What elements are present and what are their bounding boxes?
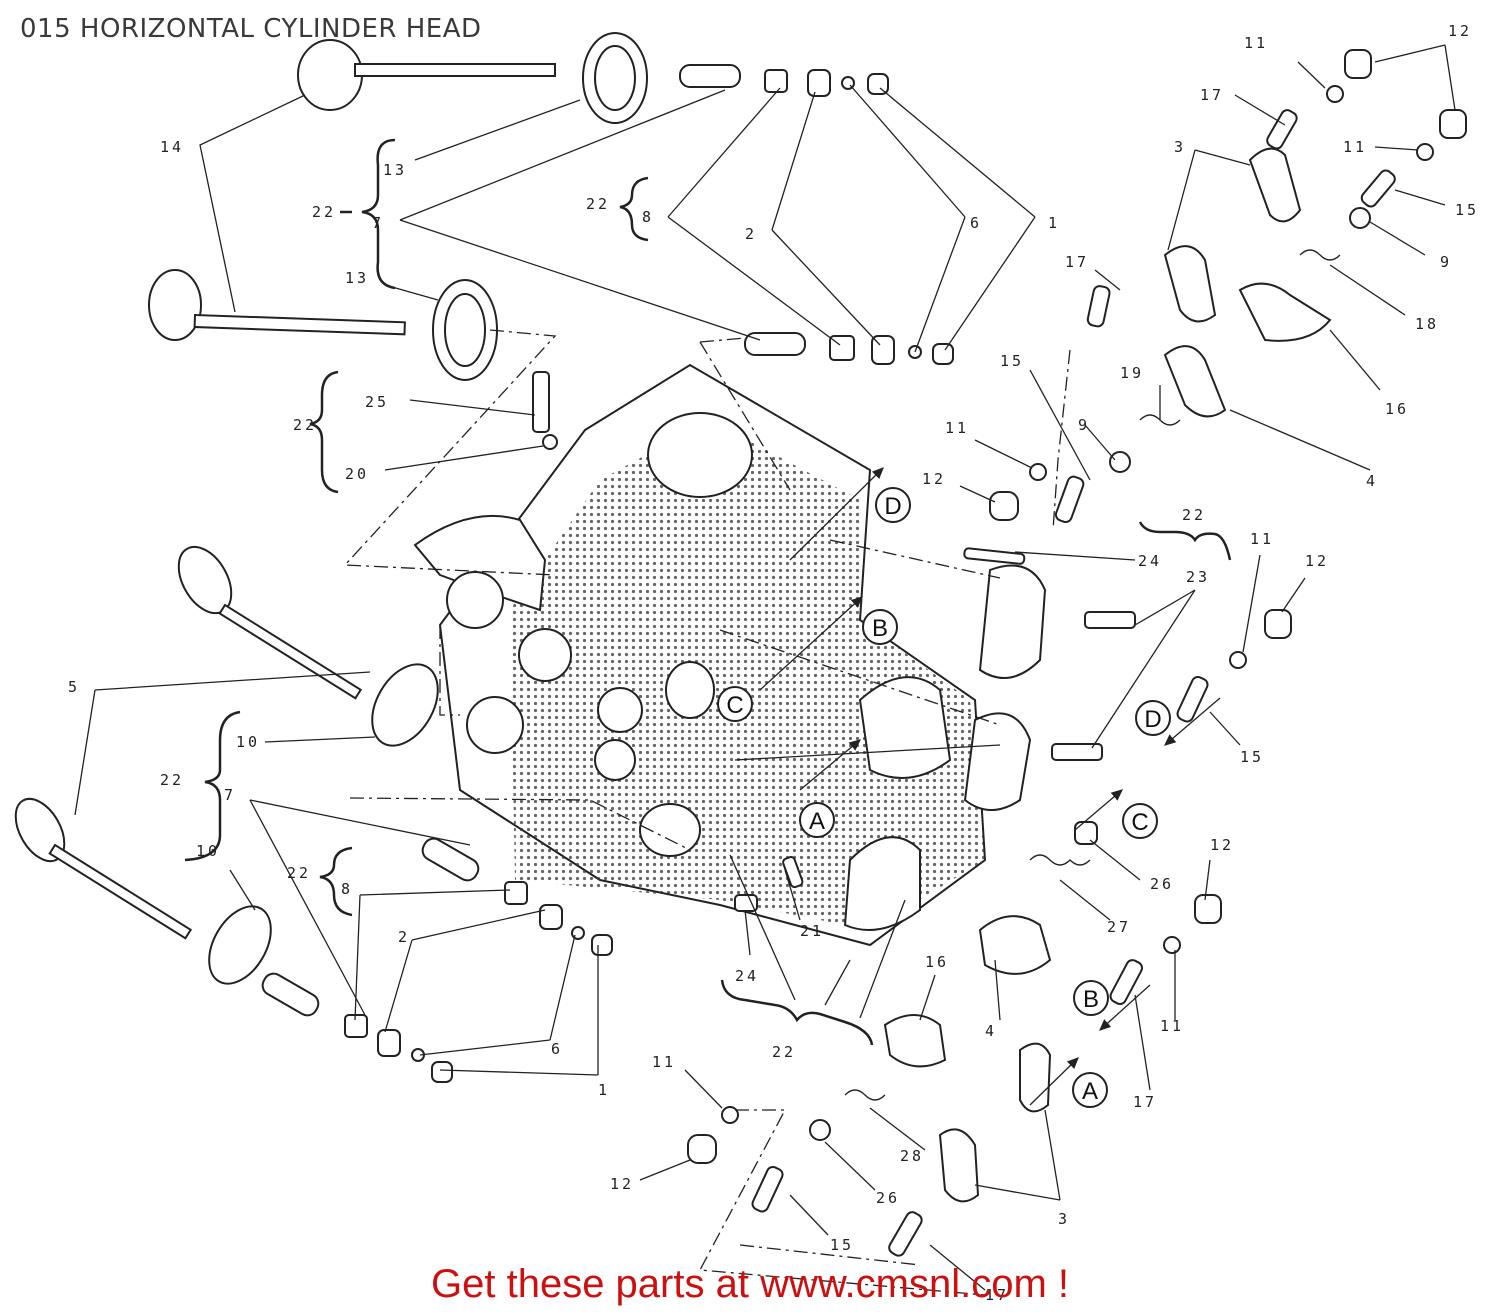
valve-lower <box>148 269 498 381</box>
valve-left-upper <box>177 545 439 747</box>
callout-1: 1 <box>598 1081 610 1099</box>
callout-9: 9 <box>1078 416 1090 434</box>
callout-8: 8 <box>642 208 654 226</box>
callout-22: 22 <box>312 203 336 221</box>
callout-3: 3 <box>1174 138 1186 156</box>
callout-22: 22 <box>160 771 184 789</box>
ref-letter-b-mid-label: B <box>872 615 888 642</box>
direction-arrows <box>734 467 1221 1106</box>
callout-11: 11 <box>1244 34 1268 52</box>
callout-7: 7 <box>224 786 236 804</box>
ref-letter-d-right: D <box>1135 700 1171 736</box>
ref-letter-d-right-label: D <box>1144 706 1161 733</box>
leader-lines <box>74 44 1456 1291</box>
ref-letter-c-right: C <box>1122 803 1158 839</box>
callout-15: 15 <box>1240 748 1264 766</box>
callout-6: 6 <box>551 1040 563 1058</box>
callout-15: 15 <box>830 1236 854 1254</box>
callout-12: 12 <box>922 470 946 488</box>
callout-7: 7 <box>372 214 384 232</box>
ref-letter-a-mid-label: A <box>809 808 825 835</box>
callout-11: 11 <box>1250 530 1274 548</box>
guides-bottom <box>261 837 613 1083</box>
valve-upper <box>297 32 648 124</box>
callout-15: 15 <box>1455 201 1479 219</box>
callout-20: 20 <box>345 465 369 483</box>
callout-18: 18 <box>1415 315 1439 333</box>
ref-letter-a-mid: A <box>799 802 835 838</box>
callout-24: 24 <box>1138 552 1162 570</box>
callout-12: 12 <box>1305 552 1329 570</box>
callout-28: 28 <box>900 1147 924 1165</box>
ref-letter-d-top: D <box>875 487 911 523</box>
ref-letter-c-mid-label: C <box>726 692 743 719</box>
callout-2: 2 <box>398 928 410 946</box>
callout-19: 19 <box>1120 364 1144 382</box>
callout-8: 8 <box>341 880 353 898</box>
alignment-lines <box>343 329 1071 1296</box>
callout-4: 4 <box>1366 472 1378 490</box>
ref-letter-c-right-label: C <box>1131 809 1148 836</box>
ref-letter-b-mid: B <box>862 609 898 645</box>
callout-11: 11 <box>1160 1017 1184 1035</box>
rocker-parts-right <box>532 49 1467 1257</box>
guides-top <box>679 64 954 365</box>
callout-21: 21 <box>800 922 824 940</box>
callout-13: 13 <box>383 161 407 179</box>
callout-6: 6 <box>970 214 982 232</box>
callout-22: 22 <box>1182 506 1206 524</box>
ref-letter-d-top-label: D <box>884 493 901 520</box>
callout-17: 17 <box>1065 253 1089 271</box>
callout-23: 23 <box>1186 568 1210 586</box>
callout-10: 10 <box>196 842 220 860</box>
callout-27: 27 <box>1107 918 1131 936</box>
callout-4: 4 <box>985 1022 997 1040</box>
callout-2: 2 <box>745 225 757 243</box>
callout-11: 11 <box>1343 138 1367 156</box>
callout-14: 14 <box>160 138 184 156</box>
callout-26: 26 <box>1150 875 1174 893</box>
ref-letter-b-right-label: B <box>1083 986 1099 1013</box>
callout-22: 22 <box>772 1043 796 1061</box>
ref-letter-a-right: A <box>1072 1072 1108 1108</box>
braces <box>184 138 1232 1046</box>
diagram-title: 015 HORIZONTAL CYLINDER HEAD <box>20 14 482 44</box>
callout-22: 22 <box>586 195 610 213</box>
callout-22: 22 <box>293 416 317 434</box>
callout-17: 17 <box>985 1286 1009 1304</box>
callout-labels: 14 13 22 7 13 22 8 2 6 1 11 12 17 11 3 1… <box>68 22 1479 1304</box>
callout-12: 12 <box>1210 836 1234 854</box>
callout-10: 10 <box>236 733 260 751</box>
callout-5: 5 <box>68 678 80 696</box>
callout-12: 12 <box>1448 22 1472 40</box>
callout-22: 22 <box>287 864 311 882</box>
callout-16: 16 <box>1385 400 1409 418</box>
callout-13: 13 <box>345 269 369 287</box>
ref-letter-c-mid: C <box>717 686 753 722</box>
callout-16: 16 <box>925 953 949 971</box>
callout-1: 1 <box>1048 214 1060 232</box>
valve-left-lower <box>14 797 272 985</box>
callout-12: 12 <box>610 1175 634 1193</box>
callout-9: 9 <box>1440 253 1452 271</box>
ref-letter-a-right-label: A <box>1082 1078 1098 1105</box>
callout-17: 17 <box>1200 86 1224 104</box>
callout-17: 17 <box>1133 1093 1157 1111</box>
callout-11: 11 <box>945 419 969 437</box>
promo-banner[interactable]: Get these parts at www.cmsnl.com ! <box>431 1262 1069 1306</box>
callout-25: 25 <box>365 393 389 411</box>
ref-letter-b-right: B <box>1073 980 1109 1016</box>
cylinder-head-body <box>413 363 1047 947</box>
callout-15: 15 <box>1000 352 1024 370</box>
callout-26: 26 <box>876 1189 900 1207</box>
callout-3: 3 <box>1058 1210 1070 1228</box>
callout-11: 11 <box>652 1053 676 1071</box>
callout-24: 24 <box>735 967 759 985</box>
